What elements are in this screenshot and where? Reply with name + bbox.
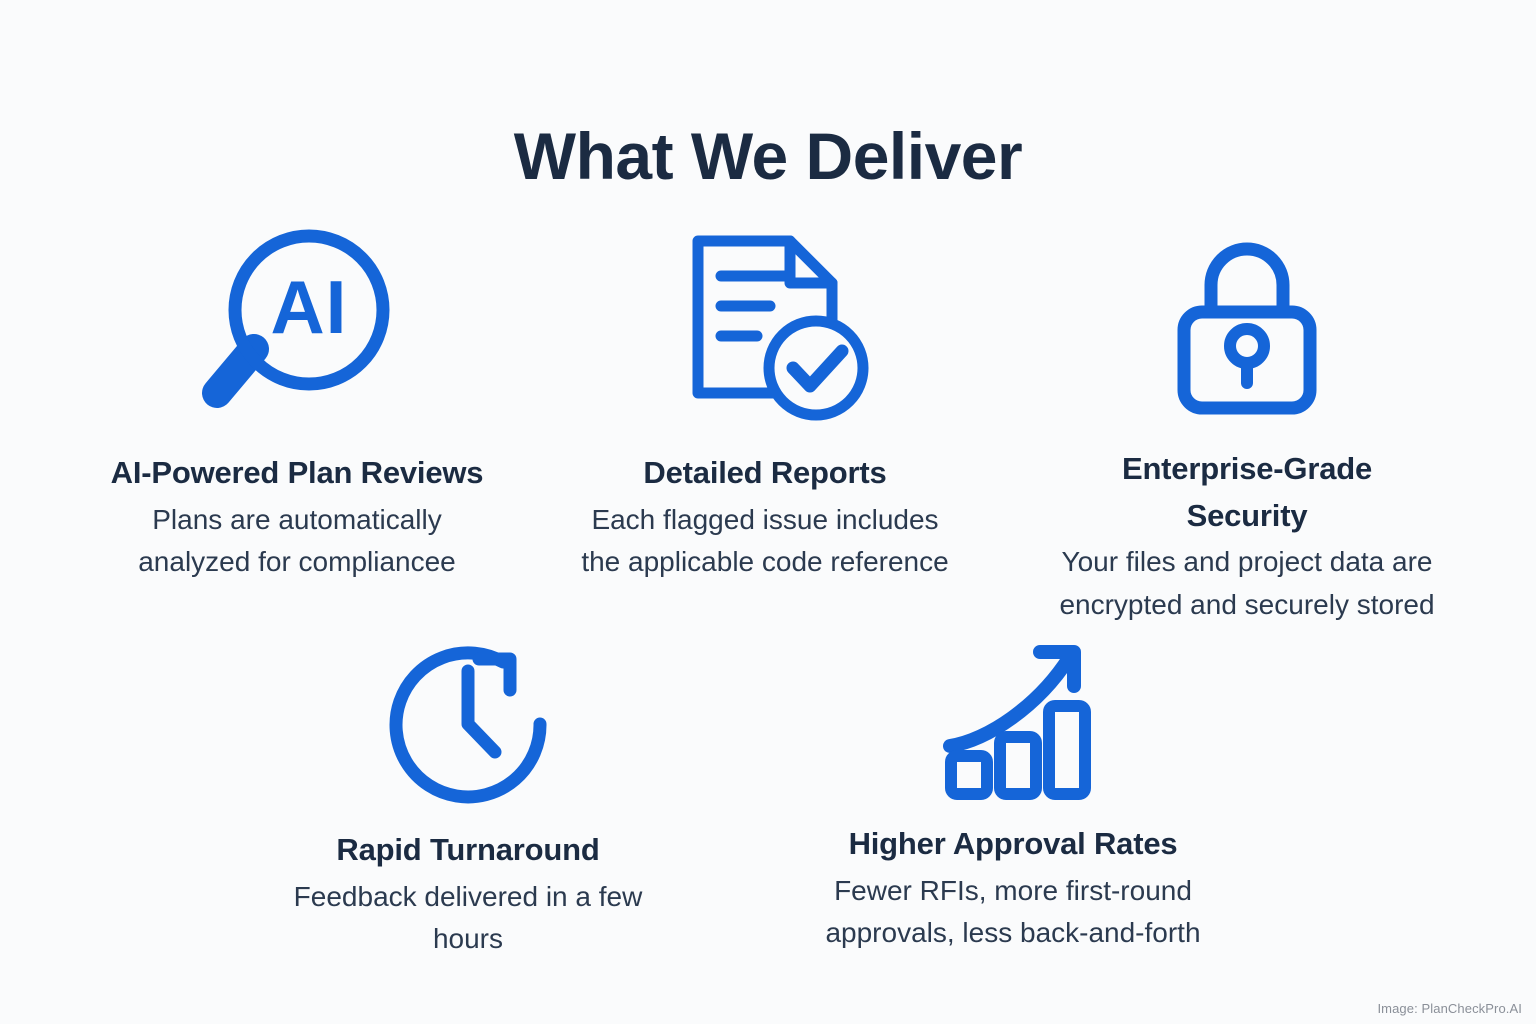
feature-description-line: encrypted and securely stored <box>1059 588 1435 620</box>
feature-description-line: hours <box>432 923 504 955</box>
feature-description-approval: Fewer RFIs, more first-round approvals, … <box>768 870 1258 955</box>
magnifier-ai-icon: AI <box>47 228 547 438</box>
page-title: What We Deliver <box>513 119 1023 194</box>
feature-title-approval: Higher Approval Rates <box>848 826 1178 861</box>
feature-title-ai: AI-Powered Plan Reviews <box>110 455 484 490</box>
feature-description-line: analyzed for compliancee <box>138 546 456 578</box>
feature-card-ai-powered-plan-reviews: AI AI-Powered Plan Reviews Plans are aut… <box>47 228 547 584</box>
feature-card-enterprise-grade-security: Enterprise-Grade Security Your files and… <box>1000 228 1494 626</box>
feature-card-detailed-reports: Detailed Reports Each flagged issue incl… <box>545 228 985 584</box>
feature-card-higher-approval-rates: Higher Approval Rates Fewer RFIs, more f… <box>768 628 1258 955</box>
feature-description-reports: Each flagged issue includes the applicab… <box>545 499 985 584</box>
feature-description-line: Fewer RFIs, more first-round <box>834 874 1192 906</box>
feature-title-reports: Detailed Reports <box>643 455 887 490</box>
feature-title-line: Enterprise-Grade <box>1121 451 1373 486</box>
clock-arrow-icon <box>228 628 708 813</box>
feature-description-turnaround: Feedback delivered in a few hours <box>228 876 708 961</box>
feature-description-security: Your files and project data are encrypte… <box>1000 541 1494 626</box>
lock-icon <box>1000 228 1494 438</box>
feature-description-line: the applicable code reference <box>581 546 949 578</box>
feature-title-line: Security <box>1186 497 1308 533</box>
feature-card-rapid-turnaround: Rapid Turnaround Feedback delivered in a… <box>228 628 708 961</box>
feature-description-ai: Plans are automatically analyzed for com… <box>47 499 547 584</box>
feature-title-security: Enterprise-Grade Security <box>1000 446 1494 539</box>
svg-text:AI: AI <box>271 265 348 349</box>
feature-description-line: Feedback delivered in a few <box>293 880 643 912</box>
feature-description-line: Each flagged issue includes <box>591 503 939 535</box>
feature-description-line: approvals, less back-and-forth <box>825 917 1201 949</box>
feature-description-line: Your files and project data are <box>1061 546 1433 577</box>
bar-chart-arrow-icon <box>768 628 1258 813</box>
document-check-icon <box>545 228 985 438</box>
feature-title-turnaround: Rapid Turnaround <box>336 832 600 867</box>
watermark-credit: Image: PlanCheckPro.AI <box>1377 1001 1522 1016</box>
feature-description-line: Plans are automatically <box>152 503 442 535</box>
